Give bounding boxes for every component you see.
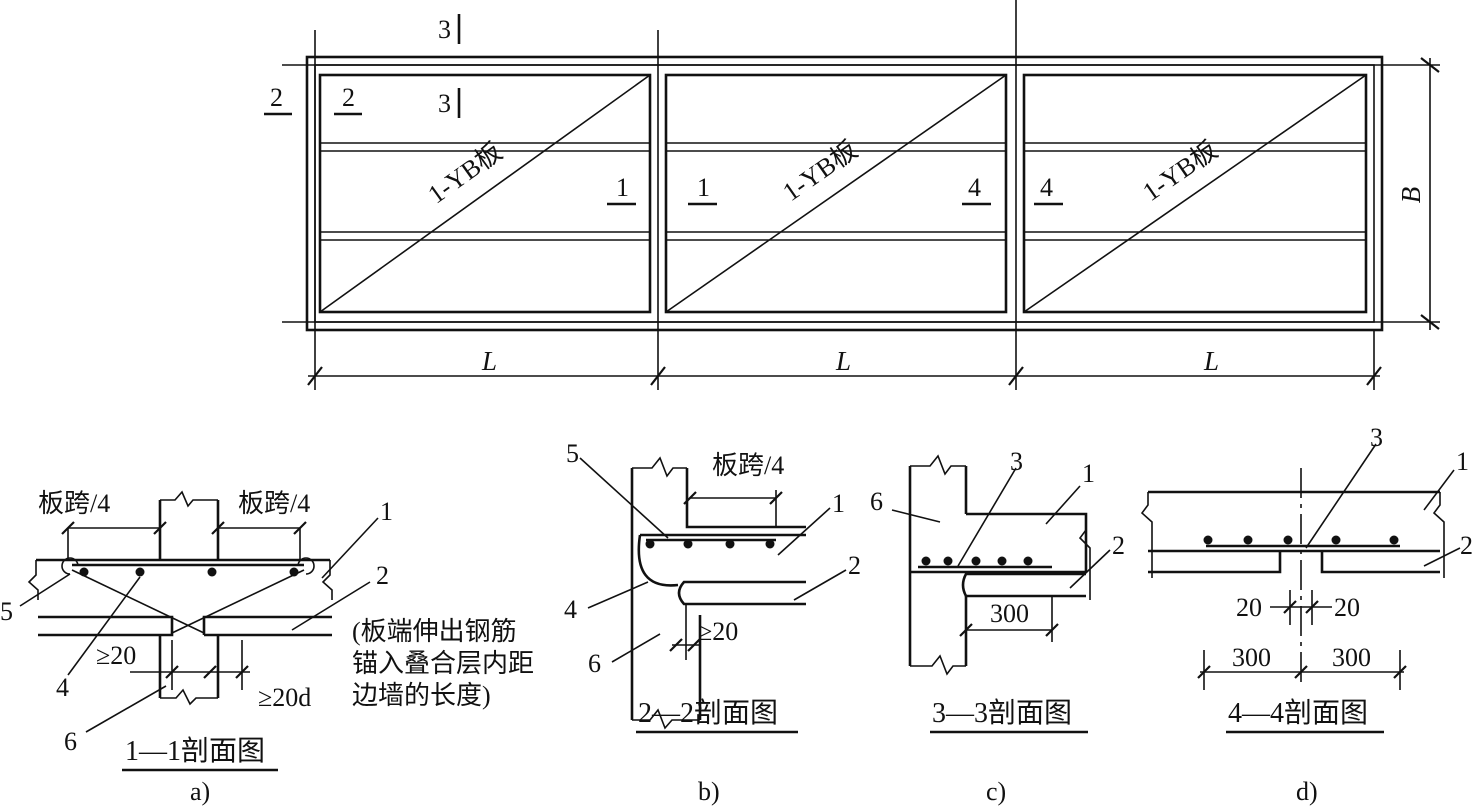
svg-text:3: 3 (1010, 447, 1023, 476)
section-mark-1: 1 1 (607, 173, 717, 206)
section-title: 2—2剖面图 (638, 697, 778, 729)
slab-panel: 1-YB板 (318, 73, 652, 314)
svg-text:6: 6 (588, 649, 601, 678)
svg-text:300: 300 (1232, 643, 1271, 672)
svg-text:2: 2 (848, 551, 861, 580)
svg-text:1: 1 (832, 489, 845, 518)
svg-text:5: 5 (566, 439, 579, 468)
width-dimension: B (1396, 57, 1440, 330)
svg-text:板跨/4: 板跨/4 (38, 489, 110, 518)
svg-text:≥20: ≥20 (698, 617, 738, 646)
slab-panel: 1-YB板 (1022, 73, 1368, 314)
svg-text:6: 6 (64, 727, 77, 756)
svg-text:1: 1 (616, 173, 629, 202)
svg-text:4: 4 (56, 673, 69, 702)
section-title: 3—3剖面图 (932, 697, 1072, 729)
svg-text:边墙的长度): 边墙的长度) (352, 681, 491, 710)
svg-text:20: 20 (1334, 593, 1360, 622)
svg-text:B: B (1396, 187, 1426, 204)
section-title: 1—1剖面图 (125, 735, 265, 767)
slab-label: 1-YB板 (777, 135, 862, 207)
svg-text:1: 1 (1082, 459, 1095, 488)
section-4-4: 20 20 300 300 3 1 2 4—4剖面图 d) (1140, 423, 1473, 806)
slab-label: 1-YB板 (423, 137, 508, 209)
section-sub-label: d) (1296, 777, 1318, 806)
svg-text:1: 1 (380, 497, 393, 526)
svg-text:300: 300 (990, 599, 1029, 628)
svg-text:6: 6 (870, 487, 883, 516)
plan-view: 1-YB板 1-YB板 1-YB板 3 3 2 (264, 0, 1440, 390)
svg-text:板跨/4: 板跨/4 (712, 451, 784, 480)
svg-text:4: 4 (968, 173, 981, 202)
section-title: 4—4剖面图 (1228, 697, 1368, 729)
svg-text:2: 2 (1460, 531, 1473, 560)
svg-text:(板端伸出钢筋: (板端伸出钢筋 (352, 617, 517, 646)
plan-inner-frame (314, 64, 1375, 323)
section-2-2: 板跨/4 ≥20 5 1 2 4 6 2—2剖面图 b) (564, 439, 861, 806)
svg-text:2: 2 (270, 83, 283, 112)
section-1-1: 板跨/4 板跨/4 ≥20 ≥20d (板端伸出钢筋 锚入叠合层内距 边墙的长度… (0, 489, 534, 806)
section-sub-label: a) (190, 777, 210, 806)
svg-text:4: 4 (564, 595, 577, 624)
section-sub-label: b) (698, 777, 720, 806)
svg-text:300: 300 (1332, 643, 1371, 672)
svg-text:板跨/4: 板跨/4 (238, 489, 310, 518)
slab-label: 1-YB板 (1137, 135, 1222, 207)
section-mark-3: 3 3 (438, 14, 461, 118)
svg-text:锚入叠合层内距: 锚入叠合层内距 (352, 649, 534, 678)
slab-panel: 1-YB板 (664, 73, 1008, 314)
svg-text:L: L (835, 346, 851, 376)
svg-text:L: L (481, 346, 497, 376)
svg-text:1: 1 (1456, 447, 1469, 476)
span-dimension: L L L (307, 346, 1382, 386)
svg-text:4: 4 (1040, 173, 1053, 202)
svg-text:3: 3 (438, 89, 451, 118)
svg-text:3: 3 (438, 15, 451, 44)
section-mark-2: 2 2 (264, 83, 362, 116)
svg-text:3: 3 (1370, 423, 1383, 452)
svg-text:≥20: ≥20 (96, 641, 136, 670)
section-3-3: 300 3 1 2 6 3—3剖面图 c) (870, 447, 1125, 806)
svg-text:L: L (1203, 346, 1219, 376)
section-mark-4: 4 4 (962, 173, 1063, 206)
svg-text:20: 20 (1236, 593, 1262, 622)
svg-text:2: 2 (376, 561, 389, 590)
section-sub-label: c) (986, 777, 1006, 806)
svg-text:2: 2 (342, 83, 355, 112)
svg-text:5: 5 (0, 597, 13, 626)
svg-text:2: 2 (1112, 531, 1125, 560)
svg-text:1: 1 (697, 173, 710, 202)
svg-text:≥20d: ≥20d (258, 683, 311, 712)
plan-outer-frame (305, 55, 1384, 332)
